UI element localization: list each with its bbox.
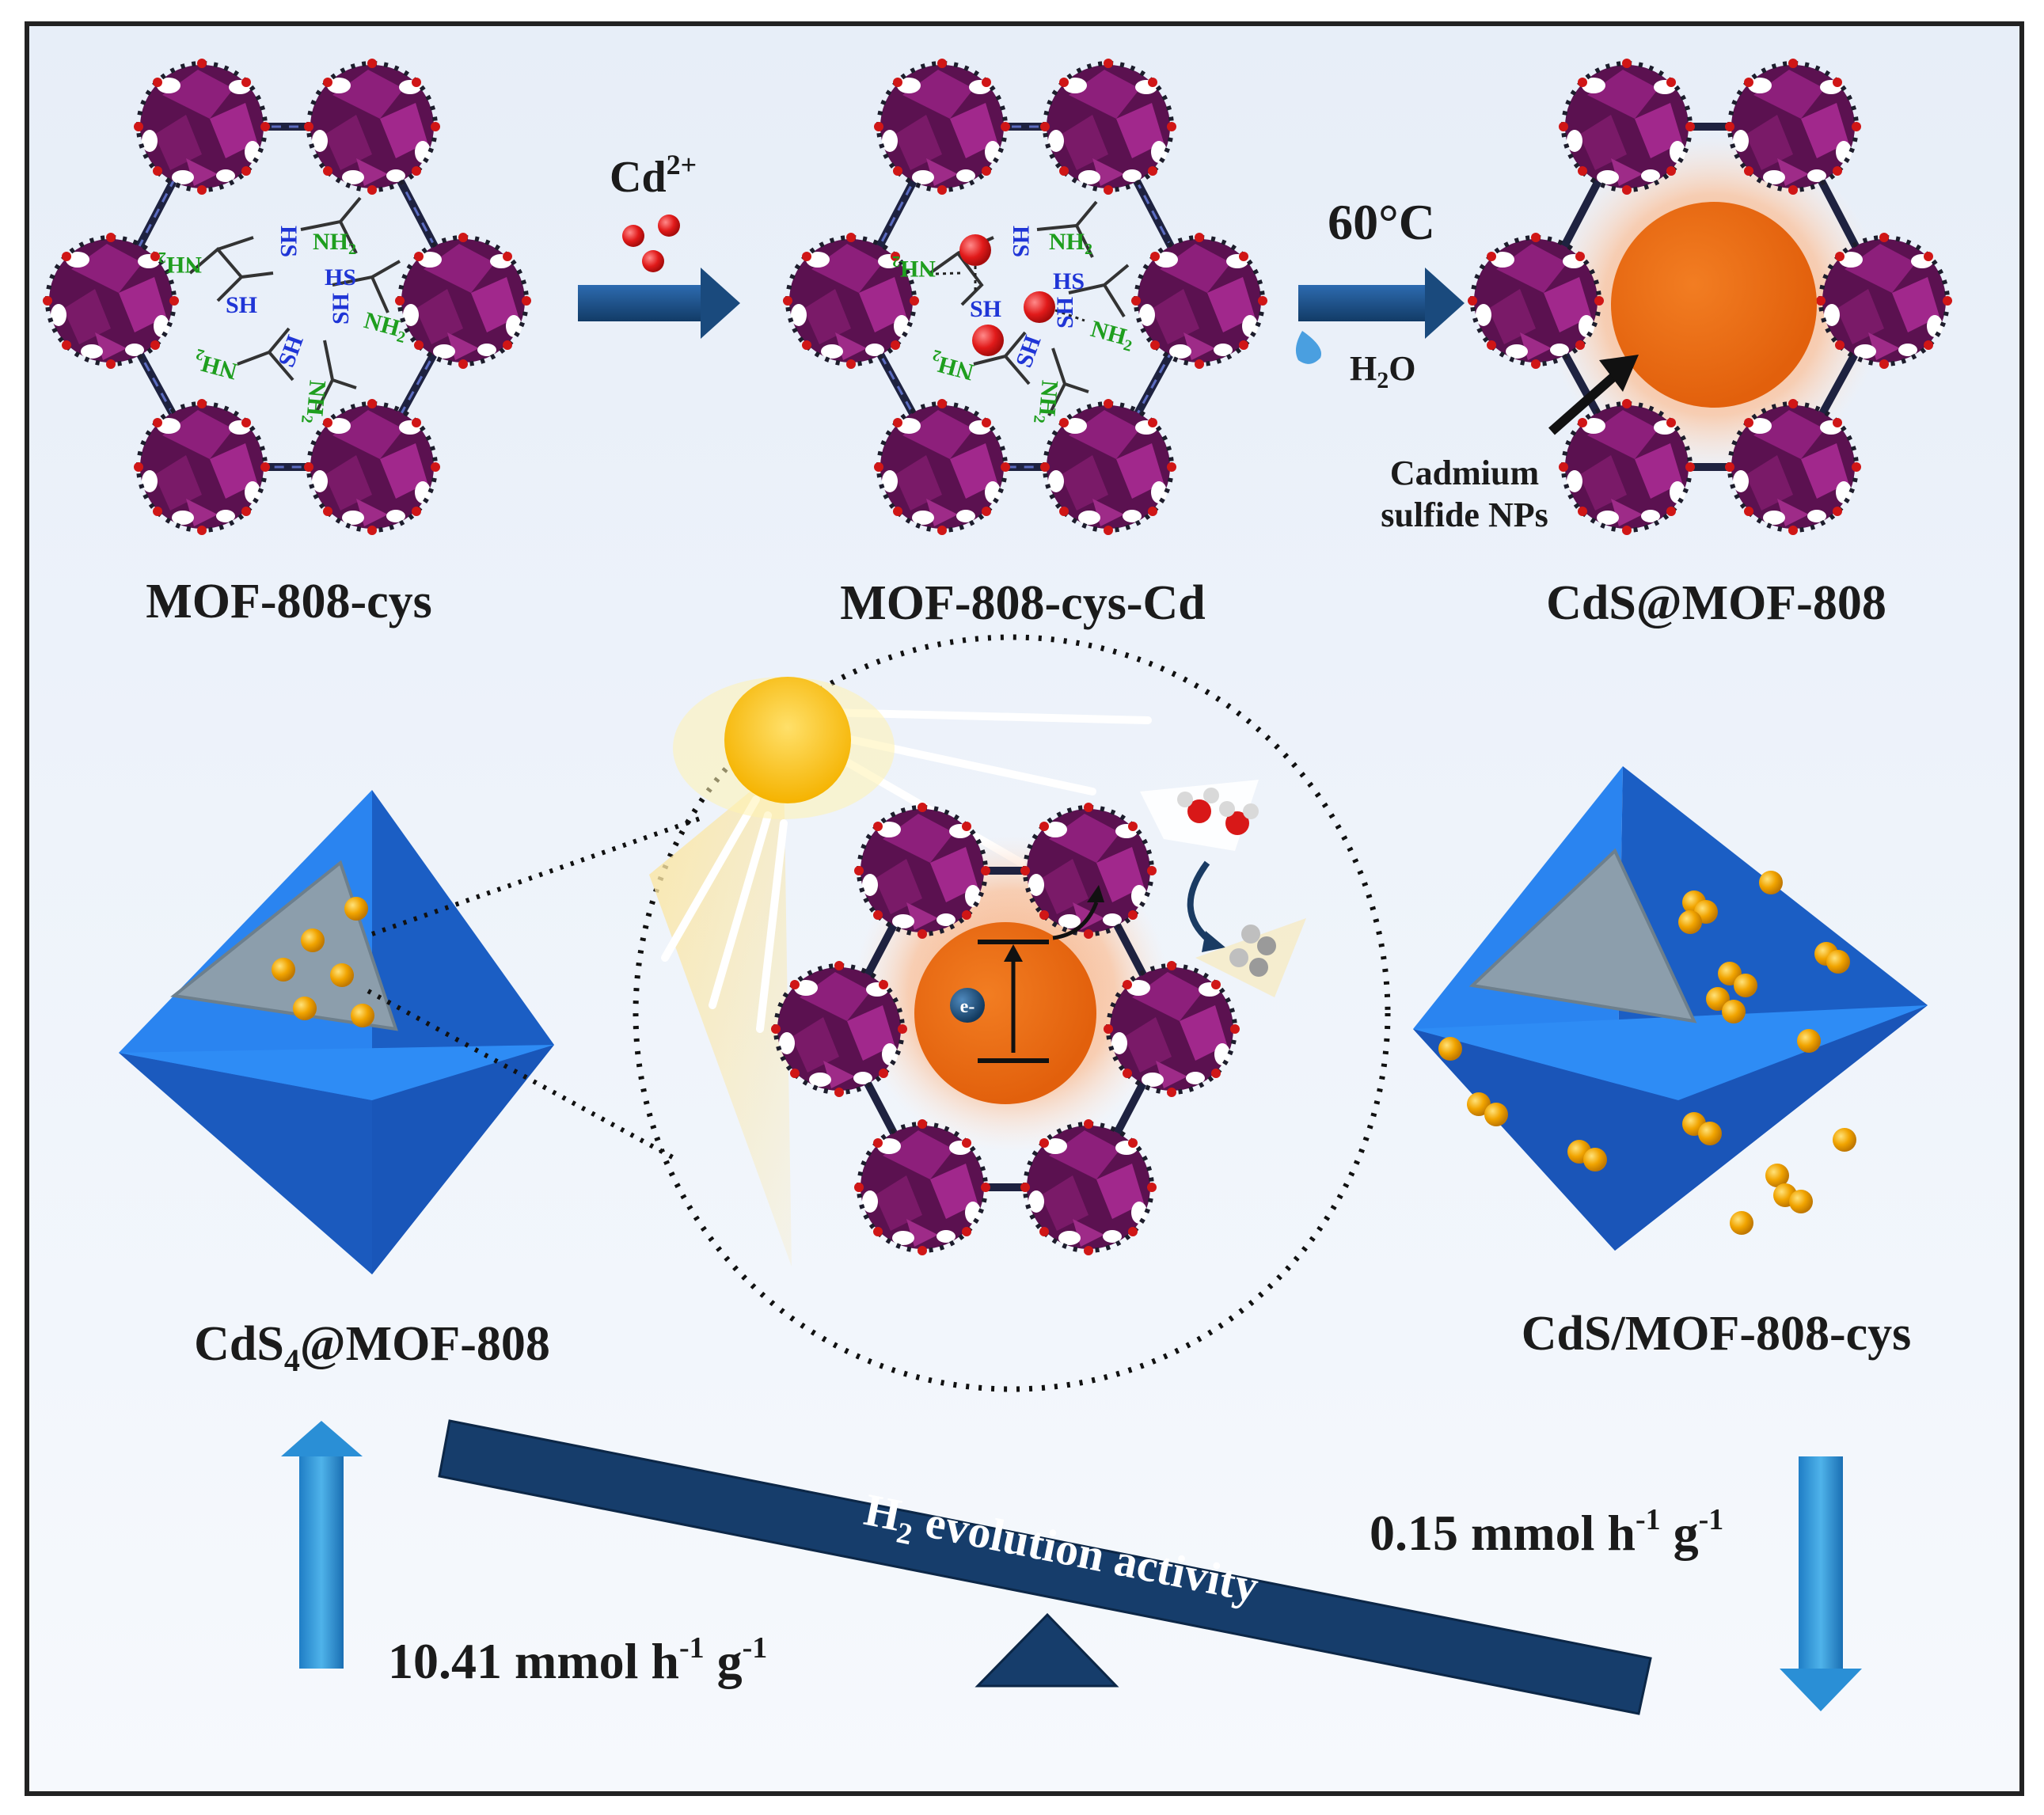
label-mof-808-cys: MOF-808-cys [146,575,432,628]
arrow-step-1 [578,268,740,339]
label-cds-at-mof-808: CdS@MOF-808 [1546,576,1886,630]
cd-ion [972,325,1004,356]
svg-text:NH2: NH2 [892,253,936,282]
svg-text:HS: HS [325,264,356,290]
svg-text:NH2: NH2 [313,229,356,258]
pointer-arrow [1548,368,1622,435]
svg-text:SH: SH [226,292,257,318]
cds-at-mof-808-framework [1468,59,1952,535]
cd-ion [959,234,991,266]
octahedron-cds-mof-808-cys [1413,766,1928,1251]
svg-text:HS: HS [1008,226,1034,257]
svg-text:SH: SH [970,296,1001,322]
arrow-step-2 [1298,268,1465,339]
left-activity-value: 10.41 mmol h-1 g-1 [388,1631,767,1689]
balance-beam [438,1419,1652,1715]
pointer-arrowhead [1599,355,1639,392]
electron-icon [950,988,985,1023]
zoom-detail [633,634,1391,1392]
svg-text:SH: SH [328,293,354,325]
frame-labels: MOF-808-cys MOF-808-cys-Cd CdS@MOF-808 C… [146,575,1911,1378]
mof-808-cys-cd-framework [783,59,1267,535]
svg-text:NH2: NH2 [298,379,331,425]
sun-icon [724,677,851,803]
water-molecule-icon [1177,788,1259,835]
temperature-label: 60°C [1328,194,1435,250]
light-beam [649,764,792,1266]
cd-ion-icon [642,250,664,272]
cadmium-label: Cadmium [1390,454,1539,492]
svg-text:HS: HS [275,226,302,257]
down-arrow [1780,1456,1862,1711]
svg-text:NH2: NH2 [1049,229,1092,258]
svg-text:NH2: NH2 [1030,379,1063,425]
sulfide-np-label: sulfide NPs [1381,496,1548,534]
mof-808-cys-framework [43,59,531,535]
cds-core [914,922,1096,1104]
cd-ion [1024,291,1055,323]
cd-ion-icon [658,215,680,237]
cd-ion-icon [622,225,644,247]
hydrogen-molecule-icon [1229,925,1276,977]
cds-nanoparticle [1611,202,1817,408]
up-arrow [281,1421,363,1669]
right-activity-value: 0.15 mmol h-1 g-1 [1370,1503,1723,1561]
electron-label: e- [960,997,975,1017]
water-label: H2O [1350,349,1415,393]
cd-ion-label: Cd2+ [610,149,697,202]
water-drop-icon [1295,331,1322,364]
octahedron-cds4-mof-808 [119,790,554,1274]
balance-fulcrum [975,1612,1119,1688]
label-mof-808-cys-cd: MOF-808-cys-Cd [840,576,1205,630]
label-cds-mof-808-cys: CdS/MOF-808-cys [1522,1307,1912,1361]
cutaway-face [1468,848,1697,1023]
label-cds4-at-mof-808: CdS4@MOF-808 [194,1317,550,1378]
svg-text:NH2: NH2 [158,249,202,278]
cutaway-face [170,860,398,1031]
svg-text:HS: HS [1053,268,1085,294]
reaction-arrow [1187,860,1214,945]
transfer-arrow [1052,902,1099,940]
svg-text:SH: SH [1052,297,1078,328]
ligand-labels: NH2 SH HS NH2 HS NH2 SH NH2 SH NH2 NH2 S… [158,226,1134,425]
